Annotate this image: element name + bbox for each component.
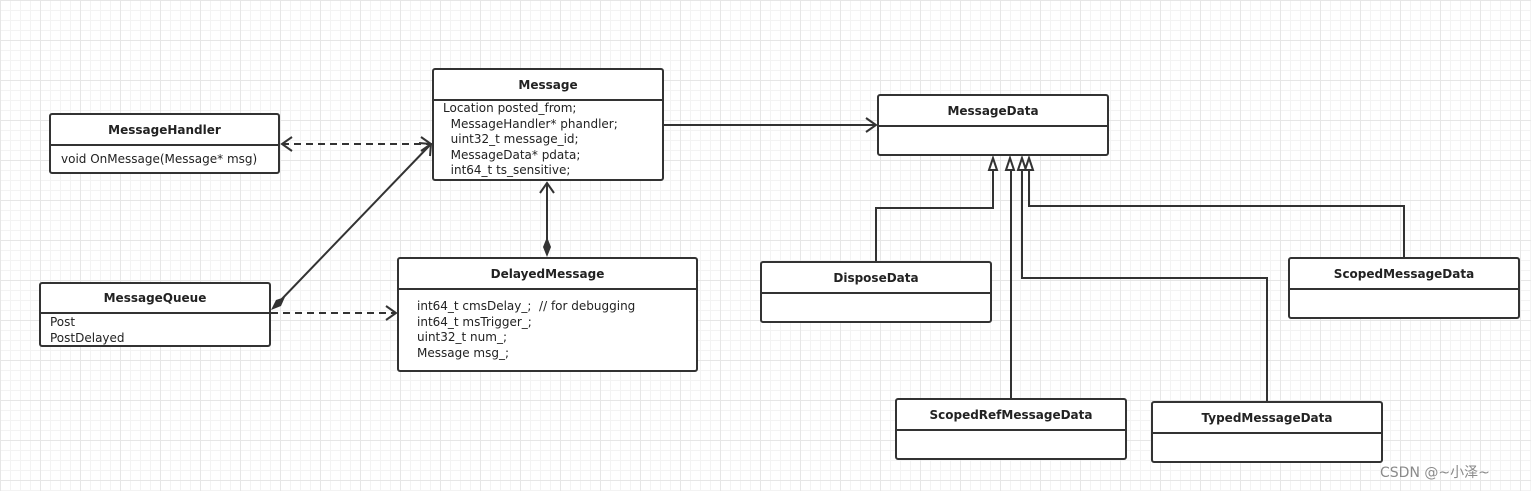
- class-name: MessageHandler: [51, 115, 278, 146]
- class-member: Post: [50, 315, 76, 329]
- class-scoped-message-data[interactable]: ScopedMessageData: [1288, 257, 1520, 319]
- arrowhead-icon: [418, 142, 433, 157]
- class-member: PostDelayed: [50, 330, 125, 345]
- arrowhead-icon: [539, 181, 555, 194]
- class-name: DelayedMessage: [399, 259, 696, 290]
- queue-message-composition-edge: [277, 143, 432, 304]
- class-name: MessageQueue: [41, 284, 269, 314]
- class-name: ScopedRefMessageData: [897, 400, 1125, 431]
- class-member: Message msg_;: [417, 345, 510, 360]
- class-message-data[interactable]: MessageData: [877, 94, 1109, 156]
- class-name: DisposeData: [762, 263, 990, 294]
- class-name: MessageData: [879, 96, 1107, 127]
- class-member: int64_t cmsDelay_; // for debugging: [417, 299, 636, 313]
- class-name: Message: [434, 70, 662, 101]
- class-message[interactable]: Message Location posted_from; MessageHan…: [432, 68, 664, 181]
- class-member: MessageHandler* phandler;: [443, 116, 618, 131]
- arrowhead-icon: [280, 136, 293, 152]
- class-member: int64_t ts_sensitive;: [443, 163, 571, 177]
- class-member: uint32_t message_id;: [443, 132, 579, 146]
- class-member: int64_t msTrigger_;: [417, 314, 532, 329]
- typed-inheritance-edge: [1021, 170, 1268, 402]
- class-scoped-ref-message-data[interactable]: ScopedRefMessageData: [895, 398, 1127, 460]
- inheritance-triangle-icon: [1004, 154, 1016, 171]
- composition-diamond-icon: [271, 297, 285, 310]
- arrowhead-icon: [865, 117, 878, 133]
- inheritance-triangle-icon: [1016, 154, 1028, 171]
- class-member: uint32_t num_;: [417, 330, 507, 344]
- composition-diamond-icon: [543, 237, 551, 257]
- inheritance-triangle-icon: [1023, 154, 1035, 171]
- watermark: CSDN @~小泽~: [1380, 465, 1490, 481]
- class-message-handler[interactable]: MessageHandler void OnMessage(Message* m…: [49, 113, 280, 174]
- class-message-queue[interactable]: MessageQueue Post PostDelayed: [39, 282, 271, 347]
- class-name: TypedMessageData: [1153, 403, 1381, 434]
- class-dispose-data[interactable]: DisposeData: [760, 261, 992, 323]
- class-typed-message-data[interactable]: TypedMessageData: [1151, 401, 1383, 463]
- inheritance-triangle-icon: [987, 154, 999, 171]
- class-delayed-message[interactable]: DelayedMessage int64_t cmsDelay_; // for…: [397, 257, 698, 372]
- dispose-inheritance-edge: [875, 170, 994, 262]
- class-name: ScopedMessageData: [1290, 259, 1518, 290]
- class-member: MessageData* pdata;: [443, 147, 581, 162]
- scoped-inheritance-edge: [1028, 170, 1405, 258]
- arrowhead-icon: [385, 305, 398, 321]
- class-member: Location posted_from;: [443, 101, 577, 115]
- class-member: void OnMessage(Message* msg): [61, 152, 258, 166]
